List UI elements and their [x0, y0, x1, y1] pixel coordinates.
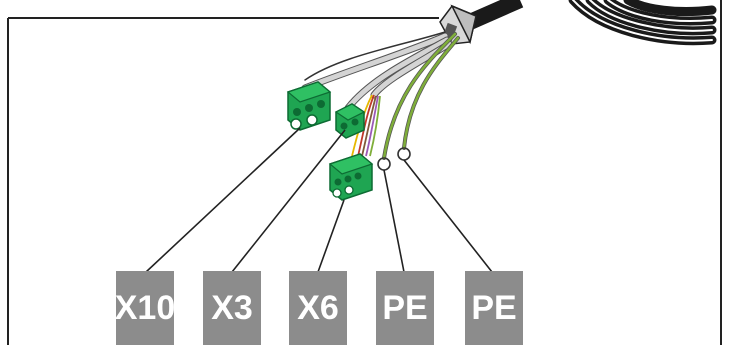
label-x6-text: X6 [297, 289, 339, 327]
leader-line-x10 [145, 127, 301, 273]
connector-x3 [334, 103, 366, 139]
leader-line-pe-2 [403, 159, 493, 273]
label-pe-2-text: PE [471, 289, 517, 327]
label-pe-1: PE [376, 271, 434, 345]
pe-wires [382, 32, 460, 160]
leader-line-pe-1 [383, 169, 405, 273]
label-x10: X10 [114, 271, 176, 345]
label-x3: X3 [203, 271, 261, 345]
label-x6: X6 [289, 271, 347, 345]
label-pe-1-text: PE [382, 289, 428, 327]
leader-line-x3 [231, 129, 346, 273]
label-x3-text: X3 [211, 289, 253, 327]
coiled-cable [568, 0, 717, 46]
label-pe-2: PE [465, 271, 523, 345]
connector-x6 [328, 153, 374, 201]
leader-lines [145, 127, 493, 273]
connector-x10 [286, 81, 332, 131]
label-x10-text: X10 [114, 289, 176, 327]
leader-line-x6 [317, 199, 345, 273]
main-cable [466, 0, 524, 30]
